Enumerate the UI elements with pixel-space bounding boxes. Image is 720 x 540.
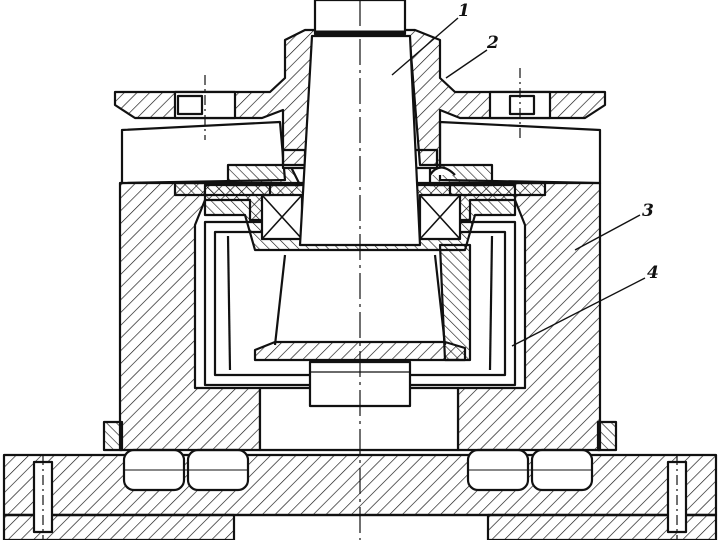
- base-plate: [2, 453, 718, 540]
- leader-4: [511, 277, 646, 347]
- callout-label-2: 2: [486, 33, 499, 53]
- callout-label-4: 4: [647, 263, 659, 283]
- leader-2: [445, 49, 488, 79]
- leader-1: [391, 17, 459, 76]
- callout-label-1: 1: [458, 1, 470, 21]
- callout-label-3: 3: [642, 201, 654, 221]
- leader-3: [574, 214, 641, 251]
- base-rollers: [122, 448, 594, 492]
- hub-part-2: [113, 28, 607, 167]
